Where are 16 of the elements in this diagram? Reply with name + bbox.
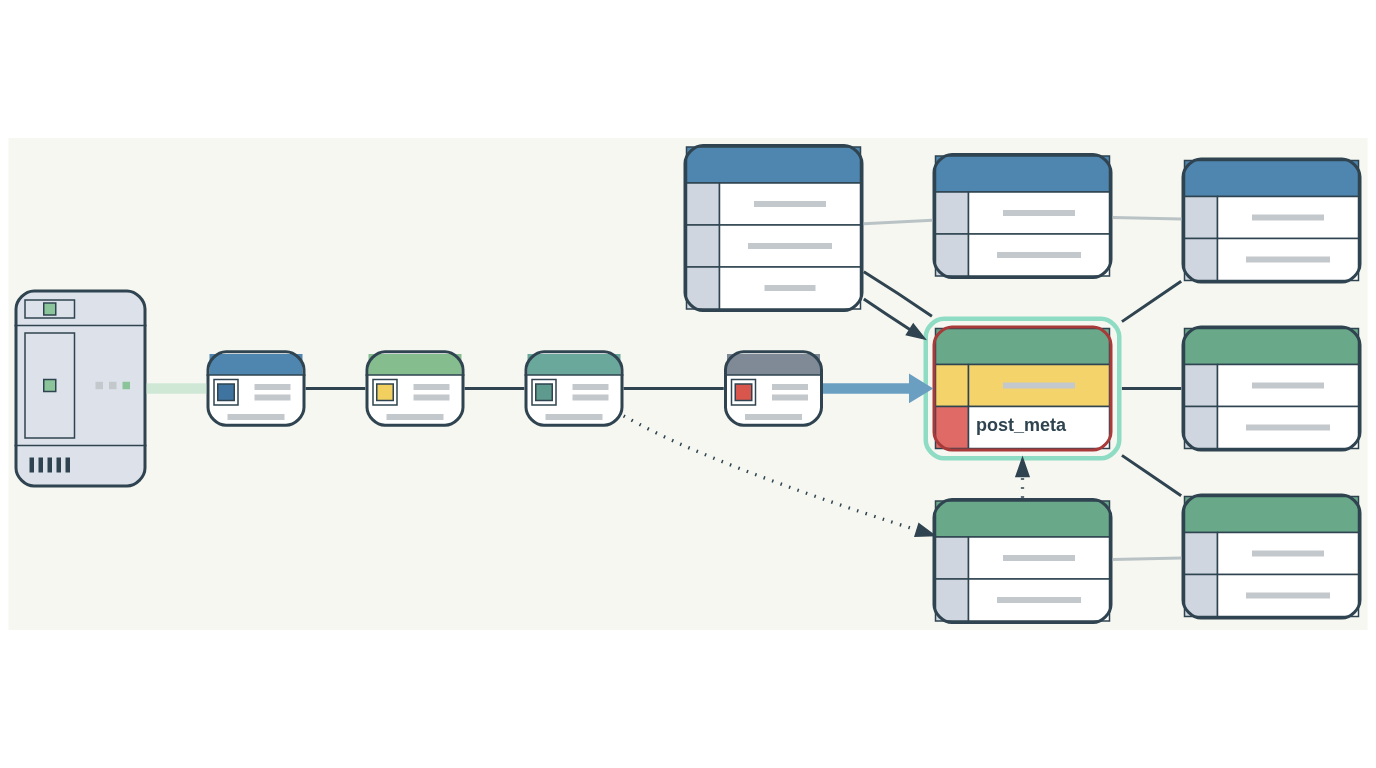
connector: [863, 270, 933, 318]
connector: [464, 387, 525, 390]
connector: [863, 218, 933, 226]
connector: [1121, 454, 1182, 498]
connector: [305, 387, 366, 390]
connector: [1112, 556, 1182, 561]
connector: [146, 383, 207, 394]
connector: [1121, 387, 1182, 390]
arrow: [823, 373, 934, 404]
connector: [1121, 279, 1182, 323]
connector: [1112, 216, 1182, 221]
connector: [623, 387, 724, 390]
arrow: [1014, 455, 1031, 498]
node-box: post_meta: [923, 316, 1122, 461]
arrow: [862, 297, 927, 341]
arrow: [622, 414, 937, 538]
